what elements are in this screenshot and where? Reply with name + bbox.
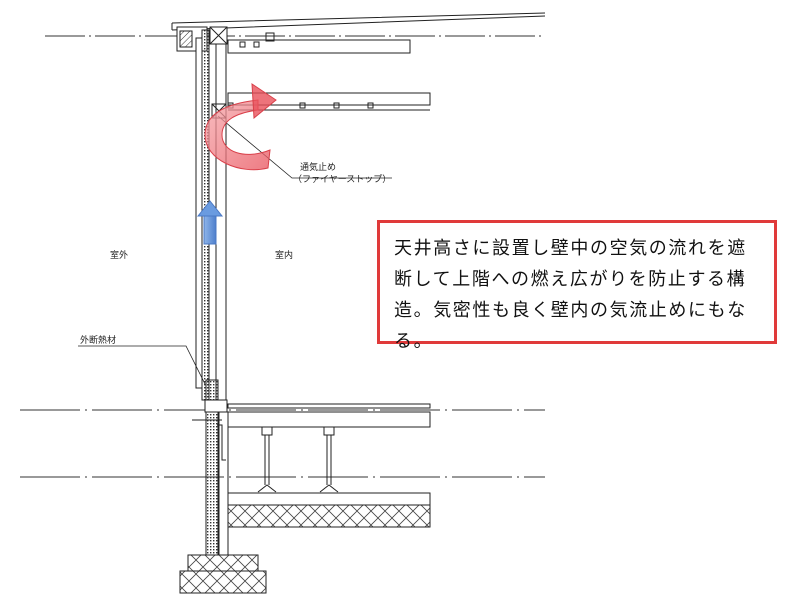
leader-lines (78, 115, 392, 385)
label-fire-stop-title: 通気止め (300, 161, 336, 173)
label-outside: 室外 (110, 249, 128, 261)
label-exterior-insulation: 外断熱材 (80, 334, 116, 346)
explanation-box: 天井高さに設置し壁中の空気の流れを遮断して上階への燃え広がりを防止する構造。気密… (377, 220, 777, 352)
level-lines (20, 35, 545, 478)
label-inside: 室内 (275, 249, 293, 261)
red-fire-stop-arrow (204, 83, 277, 171)
explanation-text: 天井高さに設置し壁中の空気の流れを遮断して上階への燃え広がりを防止する構造。気密… (394, 238, 747, 352)
label-fire-stop-sub: （ファイヤーストップ） (293, 174, 391, 185)
blue-airflow-arrow (196, 200, 224, 245)
foundation (179, 492, 431, 594)
roof (171, 12, 546, 54)
ground-floor (192, 403, 431, 493)
